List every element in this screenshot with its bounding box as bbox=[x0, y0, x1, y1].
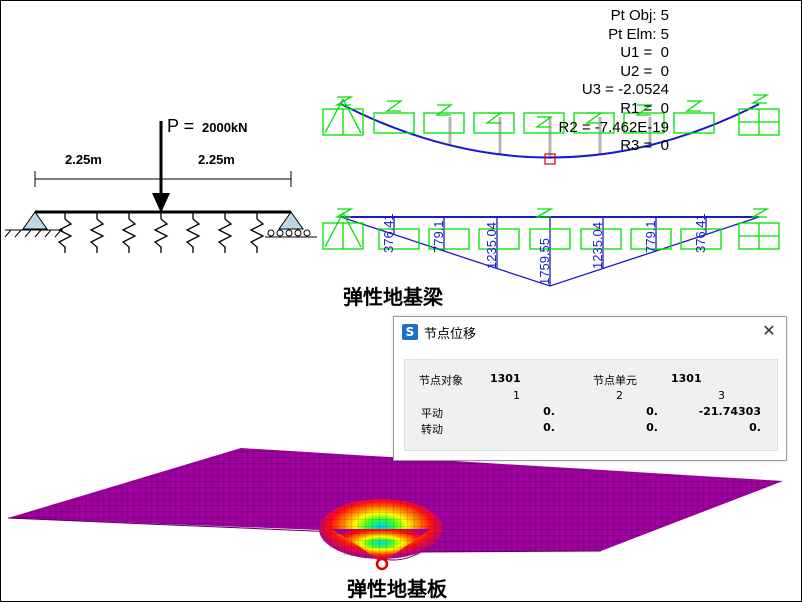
moment-spring-boxes bbox=[322, 212, 780, 250]
moment-label: 1235.04 bbox=[484, 222, 499, 269]
beam-caption: 弹性地基梁 bbox=[343, 285, 443, 309]
moment-label: 376.41 bbox=[381, 213, 396, 253]
node-element-value: 1301 bbox=[671, 372, 702, 385]
foundation-springs bbox=[57, 212, 265, 253]
column-header: 2 bbox=[616, 389, 623, 402]
close-button[interactable]: ✕ bbox=[762, 321, 776, 340]
deformed-beam-curve bbox=[340, 103, 760, 159]
translation-label: 平动 bbox=[421, 407, 443, 420]
selected-node-marker[interactable] bbox=[544, 153, 556, 165]
dialog-titlebar[interactable]: S 节点位移 ✕ bbox=[394, 317, 786, 347]
moment-label: 1759.55 bbox=[537, 238, 552, 285]
load-arrow-head bbox=[152, 193, 170, 213]
span-left-label: 2.25m bbox=[65, 152, 102, 167]
deflection-grid bbox=[319, 501, 443, 561]
rotation-r1: 0. bbox=[543, 421, 555, 434]
span-right-label: 2.25m bbox=[198, 152, 235, 167]
node-displacement-dialog[interactable]: S 节点位移 ✕ 节点对象 1301 节点单元 1301 1 2 3 平动 0.… bbox=[393, 316, 787, 461]
readout-line: U3 = -2.0524 bbox=[581, 81, 669, 99]
column-header: 1 bbox=[513, 389, 520, 402]
plate-caption: 弹性地基板 bbox=[347, 577, 447, 601]
moment-diagram-view: 376.41 779.1 1235.04 1759.55 1235.04 779… bbox=[322, 208, 780, 287]
dialog-title: 节点位移 bbox=[424, 327, 477, 342]
rotation-label: 转动 bbox=[421, 423, 443, 436]
column-header: 3 bbox=[718, 389, 725, 402]
readout-line: R3 = 0 bbox=[620, 137, 669, 155]
point-readout: Pt Obj: 5 Pt Elm: 5 U1 = 0 U2 = 0 U3 = -… bbox=[559, 7, 670, 156]
moment-label: 779.1 bbox=[431, 220, 446, 253]
node-object-label: 节点对象 bbox=[419, 374, 463, 387]
moment-z-springs bbox=[334, 208, 770, 218]
readout-line: Pt Obj: 5 bbox=[610, 7, 669, 24]
translation-u2: 0. bbox=[646, 405, 658, 418]
rotation-r2: 0. bbox=[646, 421, 658, 434]
app-logo-icon: S bbox=[402, 324, 418, 340]
moment-label: 779.1 bbox=[643, 220, 658, 253]
displacement-panel: 节点对象 1301 节点单元 1301 1 2 3 平动 0. 0. -21.7… bbox=[404, 359, 778, 451]
selected-node-ring[interactable] bbox=[375, 557, 389, 571]
node-element-label: 节点单元 bbox=[593, 374, 637, 387]
readout-line: R2 = -7.462E-19 bbox=[558, 118, 670, 136]
roller-wheels bbox=[267, 229, 311, 237]
readout-line: U1 = 0 bbox=[620, 44, 669, 62]
readout-line: R1 = 0 bbox=[620, 99, 669, 117]
deformed-shape-view bbox=[322, 94, 780, 165]
node-object-value: 1301 bbox=[490, 372, 521, 385]
rotation-r3: 0. bbox=[749, 421, 761, 434]
plate-deformation-view bbox=[7, 448, 783, 571]
z-spring-symbols bbox=[334, 94, 770, 128]
roller-support bbox=[278, 211, 304, 230]
translation-u3: -21.74303 bbox=[698, 405, 761, 418]
readout-line: U2 = 0 bbox=[620, 62, 669, 80]
readout-line: Pt Elm: 5 bbox=[608, 25, 669, 43]
moment-value-labels: 376.41 779.1 1235.04 1759.55 1235.04 779… bbox=[381, 213, 708, 285]
moment-label: 1235.04 bbox=[590, 222, 605, 269]
ground-hatch-left bbox=[4, 229, 62, 238]
translation-u1: 0. bbox=[543, 405, 555, 418]
beam-sketch: 2.25m 2.25m P = 2000kN bbox=[4, 116, 317, 253]
moment-label: 376.41 bbox=[693, 213, 708, 253]
load-label: P = bbox=[167, 116, 194, 136]
pin-support bbox=[22, 211, 48, 230]
load-value: 2000kN bbox=[202, 120, 248, 135]
